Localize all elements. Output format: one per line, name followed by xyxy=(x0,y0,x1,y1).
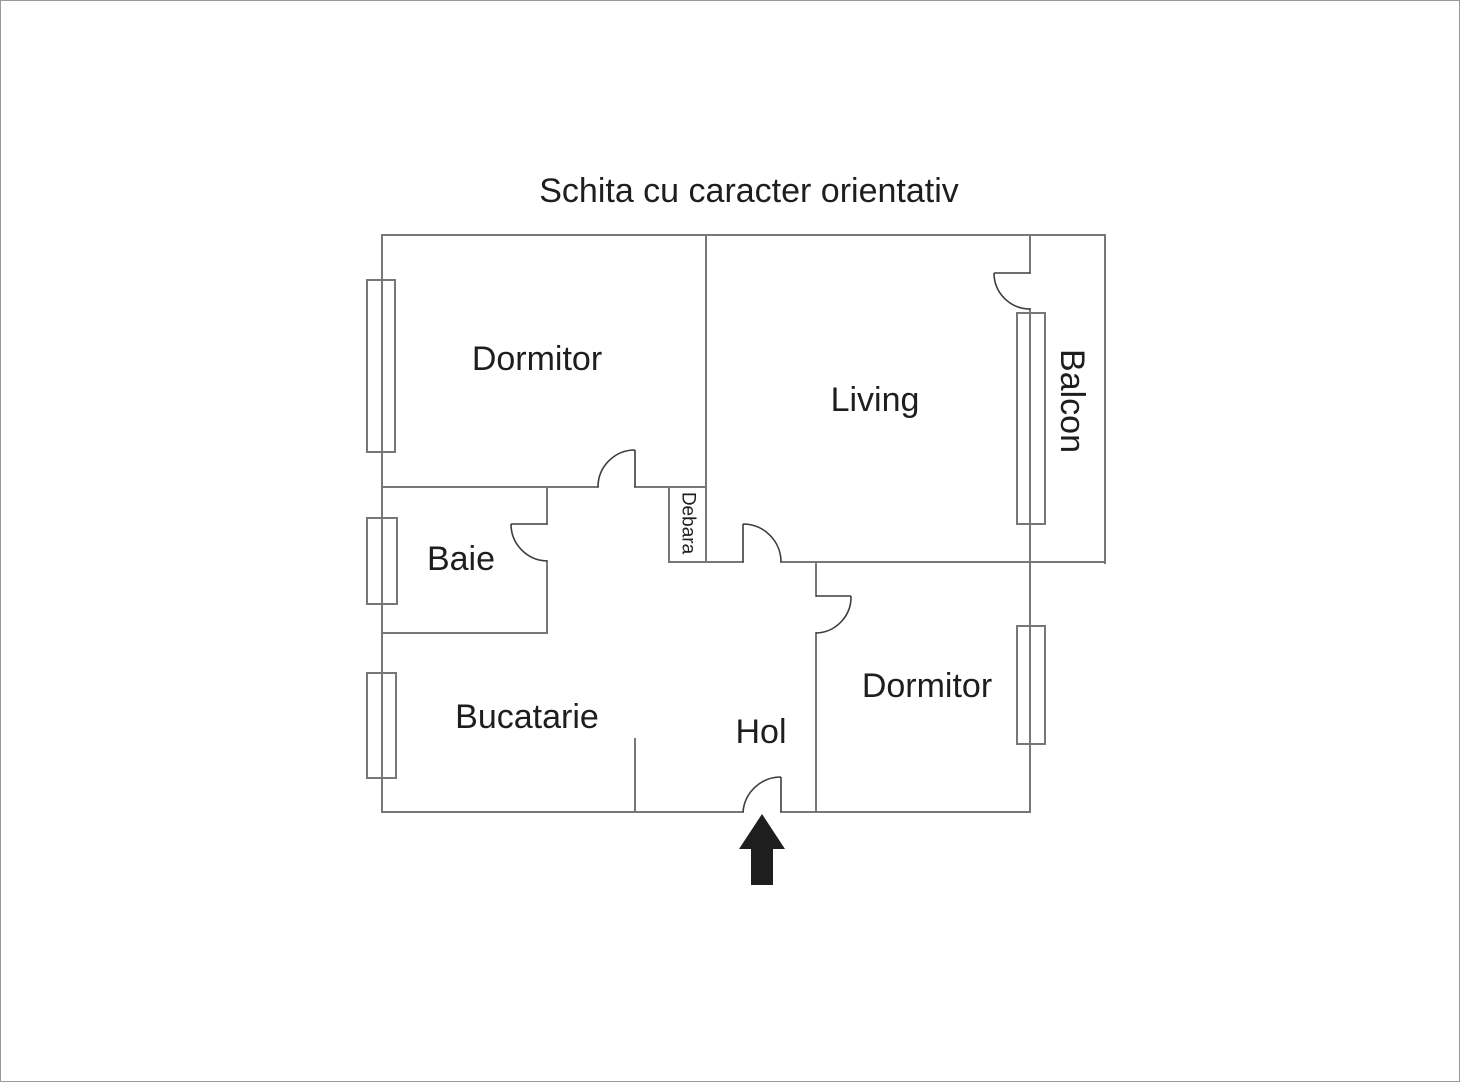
room-label-bucatarie: Bucatarie xyxy=(455,698,599,736)
door-entrance xyxy=(742,776,782,813)
window-bucatarie xyxy=(366,672,397,779)
door-baie xyxy=(510,523,548,562)
door-dormitor1 xyxy=(597,449,636,488)
room-label-dormitor-2: Dormitor xyxy=(861,667,993,705)
room-label-dormitor-1: Dormitor xyxy=(471,340,603,378)
room-label-balcon: Balcon xyxy=(1053,349,1091,453)
window-baie xyxy=(366,517,398,605)
plan-title: Schita cu caracter orientativ xyxy=(539,172,959,210)
window-dormitor1 xyxy=(366,279,396,453)
entrance-arrow-icon xyxy=(739,814,785,885)
door-living-hol xyxy=(742,523,782,563)
door-balcon xyxy=(993,272,1031,310)
room-label-living: Living xyxy=(830,381,920,419)
room-label-hol: Hol xyxy=(735,713,787,751)
room-label-debara: Debara xyxy=(677,491,699,555)
door-dormitor2 xyxy=(815,595,852,634)
window-living-balcon xyxy=(1016,312,1046,525)
room-label-baie: Baie xyxy=(426,540,496,578)
window-dormitor2 xyxy=(1016,625,1046,745)
